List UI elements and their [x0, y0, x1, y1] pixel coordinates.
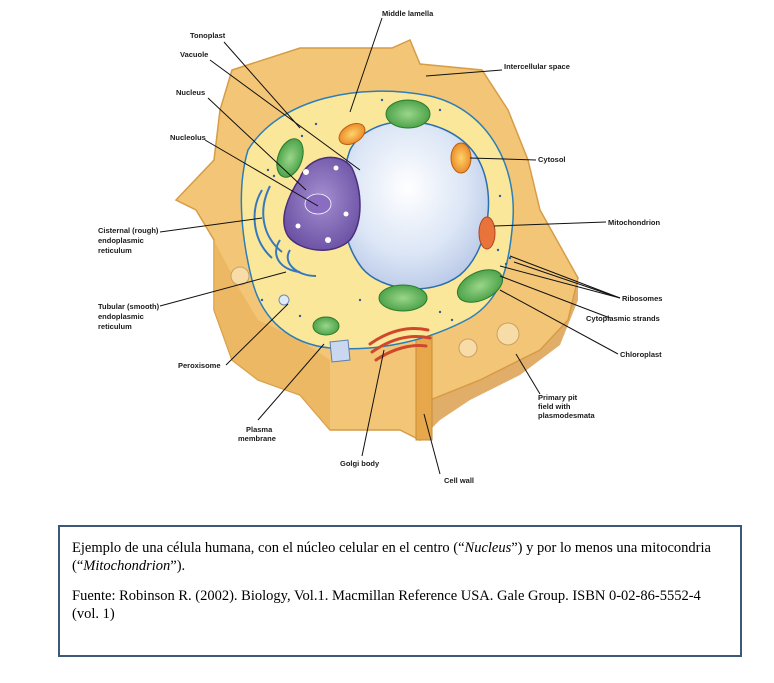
ribosomes-dots — [260, 98, 512, 322]
label-plasma-membrane-2: membrane — [238, 434, 276, 443]
golgi-body — [368, 327, 432, 362]
label-golgi-body: Golgi body — [340, 459, 380, 468]
caption-description: Ejemplo de una célula humana, con el núc… — [72, 539, 728, 575]
mitochondria — [338, 123, 496, 250]
label-tubular-er-2: endoplasmic — [98, 312, 144, 321]
label-cisternal-er-3: reticulum — [98, 246, 132, 255]
caption-text-3: ”). — [170, 558, 186, 574]
labels: Middle lamella Tonoplast Vacuole Interce… — [98, 9, 662, 485]
label-chloroplast: Chloroplast — [620, 350, 662, 359]
label-primary-pit-2: field with — [538, 402, 571, 411]
peroxisome — [278, 294, 290, 306]
label-primary-pit-3: plasmodesmata — [538, 411, 596, 420]
label-cisternal-er-1: Cisternal (rough) — [98, 226, 159, 235]
label-primary-pit-1: Primary pit — [538, 393, 578, 402]
caption-nucleus-term: Nucleus — [464, 540, 512, 556]
leader-lines — [159, 17, 621, 475]
crystal — [329, 339, 351, 363]
label-middle-lamella: Middle lamella — [382, 9, 434, 18]
label-peroxisome: Peroxisome — [178, 361, 221, 370]
label-tubular-er-1: Tubular (smooth) — [98, 302, 160, 311]
label-cell-wall: Cell wall — [444, 476, 474, 485]
nuclear-pores — [295, 165, 349, 243]
label-tonoplast: Tonoplast — [190, 31, 226, 40]
caption-text-1: Ejemplo de una célula humana, con el núc… — [72, 540, 465, 556]
caption-mitochondrion-term: Mitochondrion — [83, 558, 171, 574]
caption-text-2: ”) y por lo menos una mitocondria (“ — [72, 540, 711, 574]
rough-er — [253, 185, 317, 277]
label-ribosomes: Ribosomes — [622, 294, 662, 303]
label-mitochondrion: Mitochondrion — [608, 218, 660, 227]
label-vacuole: Vacuole — [180, 50, 208, 59]
label-nucleus: Nucleus — [176, 88, 205, 97]
label-tubular-er-3: reticulum — [98, 322, 132, 331]
caption-source: Fuente: Robinson R. (2002). Biology, Vol… — [72, 588, 701, 622]
label-nucleolus: Nucleolus — [170, 133, 206, 142]
plant-cell-diagram: Middle lamella Tonoplast Vacuole Interce… — [98, 9, 662, 485]
nucleolus — [304, 193, 332, 215]
label-cytosol: Cytosol — [538, 155, 566, 164]
label-intercellular-space: Intercellular space — [504, 62, 570, 71]
label-cytoplasmic-strands: Cytoplasmic strands — [586, 314, 660, 323]
chloroplasts — [276, 99, 504, 336]
label-cisternal-er-2: endoplasmic — [98, 236, 144, 245]
label-plasma-membrane-1: Plasma — [246, 425, 273, 434]
caption-box: Ejemplo de una célula humana, con el núc… — [58, 525, 742, 657]
